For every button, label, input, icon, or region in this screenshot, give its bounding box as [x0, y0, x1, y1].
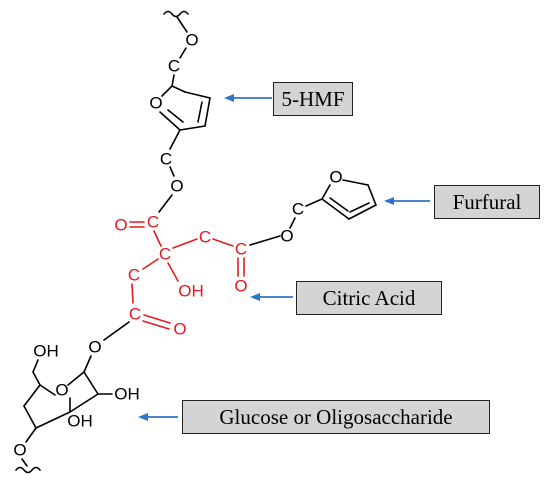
bond — [204, 97, 211, 127]
bond — [21, 458, 28, 467]
bond — [23, 384, 41, 407]
atom-o: O — [173, 320, 186, 339]
bond — [167, 262, 179, 282]
bond — [35, 411, 71, 429]
bond — [289, 217, 296, 229]
atom-o: O — [114, 216, 127, 235]
bond — [32, 359, 39, 373]
bond — [179, 125, 206, 131]
bond — [103, 321, 130, 341]
atom-o: O — [234, 277, 247, 296]
bond — [32, 371, 41, 386]
bond — [171, 74, 175, 87]
arrow-furfural — [384, 197, 430, 205]
atom-o: O — [88, 338, 101, 357]
bond — [69, 393, 99, 413]
bond — [348, 204, 377, 220]
atom-c: C — [147, 213, 159, 232]
bond — [169, 129, 181, 150]
atom-c: C — [235, 240, 247, 259]
arrow-hmf — [224, 94, 272, 102]
bond — [367, 184, 377, 206]
atom-c: C — [199, 228, 211, 247]
label-5-hmf: 5-HMF — [273, 82, 353, 116]
bond — [83, 371, 99, 395]
double-bond — [143, 314, 171, 324]
label-glucose-oligosaccharide: Glucose or Oligosaccharide — [182, 400, 490, 434]
bond — [153, 230, 162, 247]
bond — [249, 235, 281, 246]
hydroxyl: OH — [67, 412, 93, 431]
bond — [158, 194, 173, 213]
atom-o: O — [170, 177, 183, 196]
hydroxyl: OH — [114, 385, 140, 404]
hydroxyl: OH — [33, 342, 59, 361]
bond — [169, 166, 175, 177]
bond — [305, 198, 323, 207]
bond — [25, 427, 37, 443]
bond — [197, 101, 203, 123]
arrow-glucose — [138, 413, 178, 421]
atom-c-central: C — [159, 245, 171, 264]
wavy-bond-bottom — [15, 466, 41, 474]
bond — [131, 283, 134, 304]
bond — [321, 184, 331, 200]
atom-o: O — [13, 441, 26, 460]
bond — [172, 238, 198, 249]
atom-o: O — [185, 31, 198, 50]
bond — [67, 371, 85, 386]
arrow-citric-acid — [250, 293, 293, 301]
bond — [329, 197, 349, 212]
atom-o: O — [55, 381, 68, 400]
atom-c: C — [160, 150, 172, 169]
bond — [176, 16, 188, 33]
atom-o: O — [280, 227, 293, 246]
atom-o: O — [329, 168, 342, 187]
double-bond — [142, 320, 170, 330]
wavy-bond-top — [163, 10, 189, 18]
bond — [171, 85, 186, 93]
bond — [179, 47, 187, 59]
atom-c: C — [128, 266, 140, 285]
label-citric-acid: Citric Acid — [296, 281, 442, 315]
bond — [349, 202, 370, 213]
bond — [184, 91, 211, 99]
bond — [321, 198, 350, 220]
atom-c: C — [168, 57, 180, 76]
bond — [83, 355, 92, 373]
bond — [23, 405, 37, 429]
label-furfural: Furfural — [434, 185, 540, 219]
bond — [161, 85, 173, 97]
bond — [39, 384, 56, 396]
bond — [142, 258, 159, 270]
atom-c: C — [292, 200, 304, 219]
bond — [159, 111, 181, 131]
hydroxyl: OH — [178, 282, 204, 301]
bond — [167, 109, 184, 123]
bond — [212, 238, 234, 247]
atom-o: O — [149, 94, 162, 113]
atom-c: C — [129, 305, 141, 324]
bond — [342, 179, 369, 186]
